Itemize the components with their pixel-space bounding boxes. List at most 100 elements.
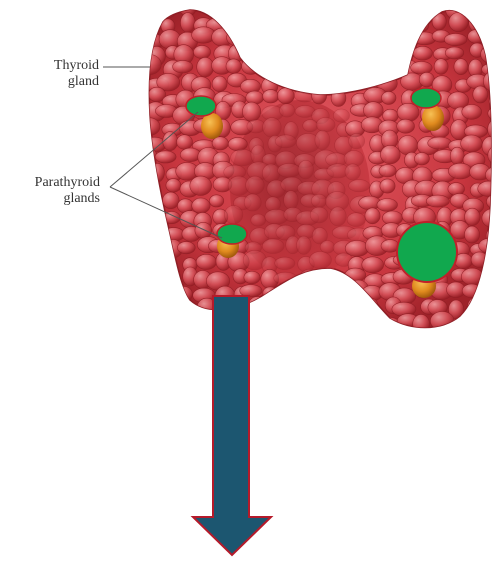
follicle — [266, 330, 281, 345]
follicle — [448, 163, 472, 179]
follicle — [240, 1, 264, 15]
follicle — [312, 87, 327, 104]
follicle — [413, 314, 430, 333]
follicle — [311, 194, 326, 207]
follicle — [428, 137, 452, 149]
follicle — [366, 58, 385, 77]
follicle — [397, 119, 415, 133]
marker-lower-right-large — [397, 222, 457, 282]
follicle — [163, 286, 181, 303]
follicle — [412, 335, 434, 347]
follicle — [295, 288, 311, 300]
follicle — [312, 30, 328, 48]
follicle — [328, 4, 347, 18]
follicle — [330, 334, 349, 347]
follicle — [352, 45, 368, 59]
follicle — [147, 283, 167, 297]
follicle — [150, 163, 164, 182]
follicle — [469, 2, 490, 19]
follicle — [277, 88, 294, 104]
follicle — [212, 76, 227, 92]
follicle — [335, 60, 353, 78]
follicle — [303, 30, 317, 45]
parathyroid-glands-label: Parathyroid glands — [35, 175, 100, 207]
follicle — [223, 12, 244, 30]
follicle — [177, 135, 193, 150]
follicle — [226, 59, 241, 74]
follicle — [426, 195, 449, 207]
follicle — [331, 90, 346, 107]
follicle — [260, 318, 282, 330]
follicle — [334, 318, 351, 331]
follicle — [330, 49, 348, 62]
follicle — [144, 258, 166, 271]
follicle — [344, 77, 364, 90]
follicle — [145, 1, 160, 15]
follicle — [146, 208, 161, 225]
follicle — [432, 327, 454, 343]
follicle — [278, 58, 293, 73]
follicle — [345, 268, 366, 282]
follicle — [298, 12, 315, 28]
follicle — [311, 46, 333, 65]
parathyroid-upper-left — [201, 113, 223, 139]
follicle — [384, 48, 403, 60]
follicle — [196, 254, 216, 269]
follicle — [315, 329, 337, 348]
follicle — [350, 310, 366, 328]
follicle — [299, 269, 321, 289]
follicle — [300, 317, 321, 332]
follicle — [196, 0, 215, 12]
follicle — [333, 109, 349, 122]
follicle — [411, 61, 433, 74]
follicle — [370, 32, 385, 45]
follicle — [244, 194, 261, 211]
follicle — [484, 297, 494, 312]
follicle — [414, 152, 429, 165]
follicle — [213, 0, 233, 14]
follicle — [300, 46, 315, 59]
follicle — [251, 47, 268, 62]
follicle — [315, 130, 330, 149]
follicle — [350, 330, 364, 343]
follicle — [173, 60, 193, 73]
down-arrow-icon — [193, 296, 271, 555]
follicle — [275, 135, 296, 148]
follicle — [177, 242, 195, 254]
follicle — [445, 47, 464, 59]
follicle — [163, 192, 180, 209]
follicle — [328, 33, 348, 48]
follicle — [464, 226, 479, 243]
follicle — [140, 196, 157, 214]
follicle — [471, 316, 486, 330]
follicle — [347, 0, 369, 16]
follicle — [246, 176, 265, 194]
follicle — [380, 145, 400, 164]
follicle — [274, 272, 297, 284]
follicle — [379, 165, 396, 177]
follicle — [262, 14, 277, 26]
follicle — [314, 282, 334, 299]
follicle — [231, 149, 255, 166]
follicle — [449, 13, 468, 32]
follicle — [317, 73, 331, 86]
follicle — [349, 14, 367, 27]
follicle — [139, 315, 163, 328]
follicle — [450, 147, 464, 164]
follicle — [163, 272, 178, 291]
follicle — [454, 59, 468, 75]
marker-upper-right — [411, 88, 441, 108]
follicle — [312, 312, 334, 331]
follicle — [378, 61, 396, 75]
follicle — [364, 313, 385, 327]
follicle — [145, 304, 161, 318]
follicle — [278, 19, 300, 32]
follicle — [303, 120, 318, 132]
follicle — [403, 0, 421, 15]
follicle — [335, 15, 351, 27]
follicle — [462, 105, 482, 120]
follicle — [351, 28, 368, 43]
follicle — [299, 0, 315, 16]
follicle — [278, 163, 301, 177]
follicle — [297, 236, 312, 254]
